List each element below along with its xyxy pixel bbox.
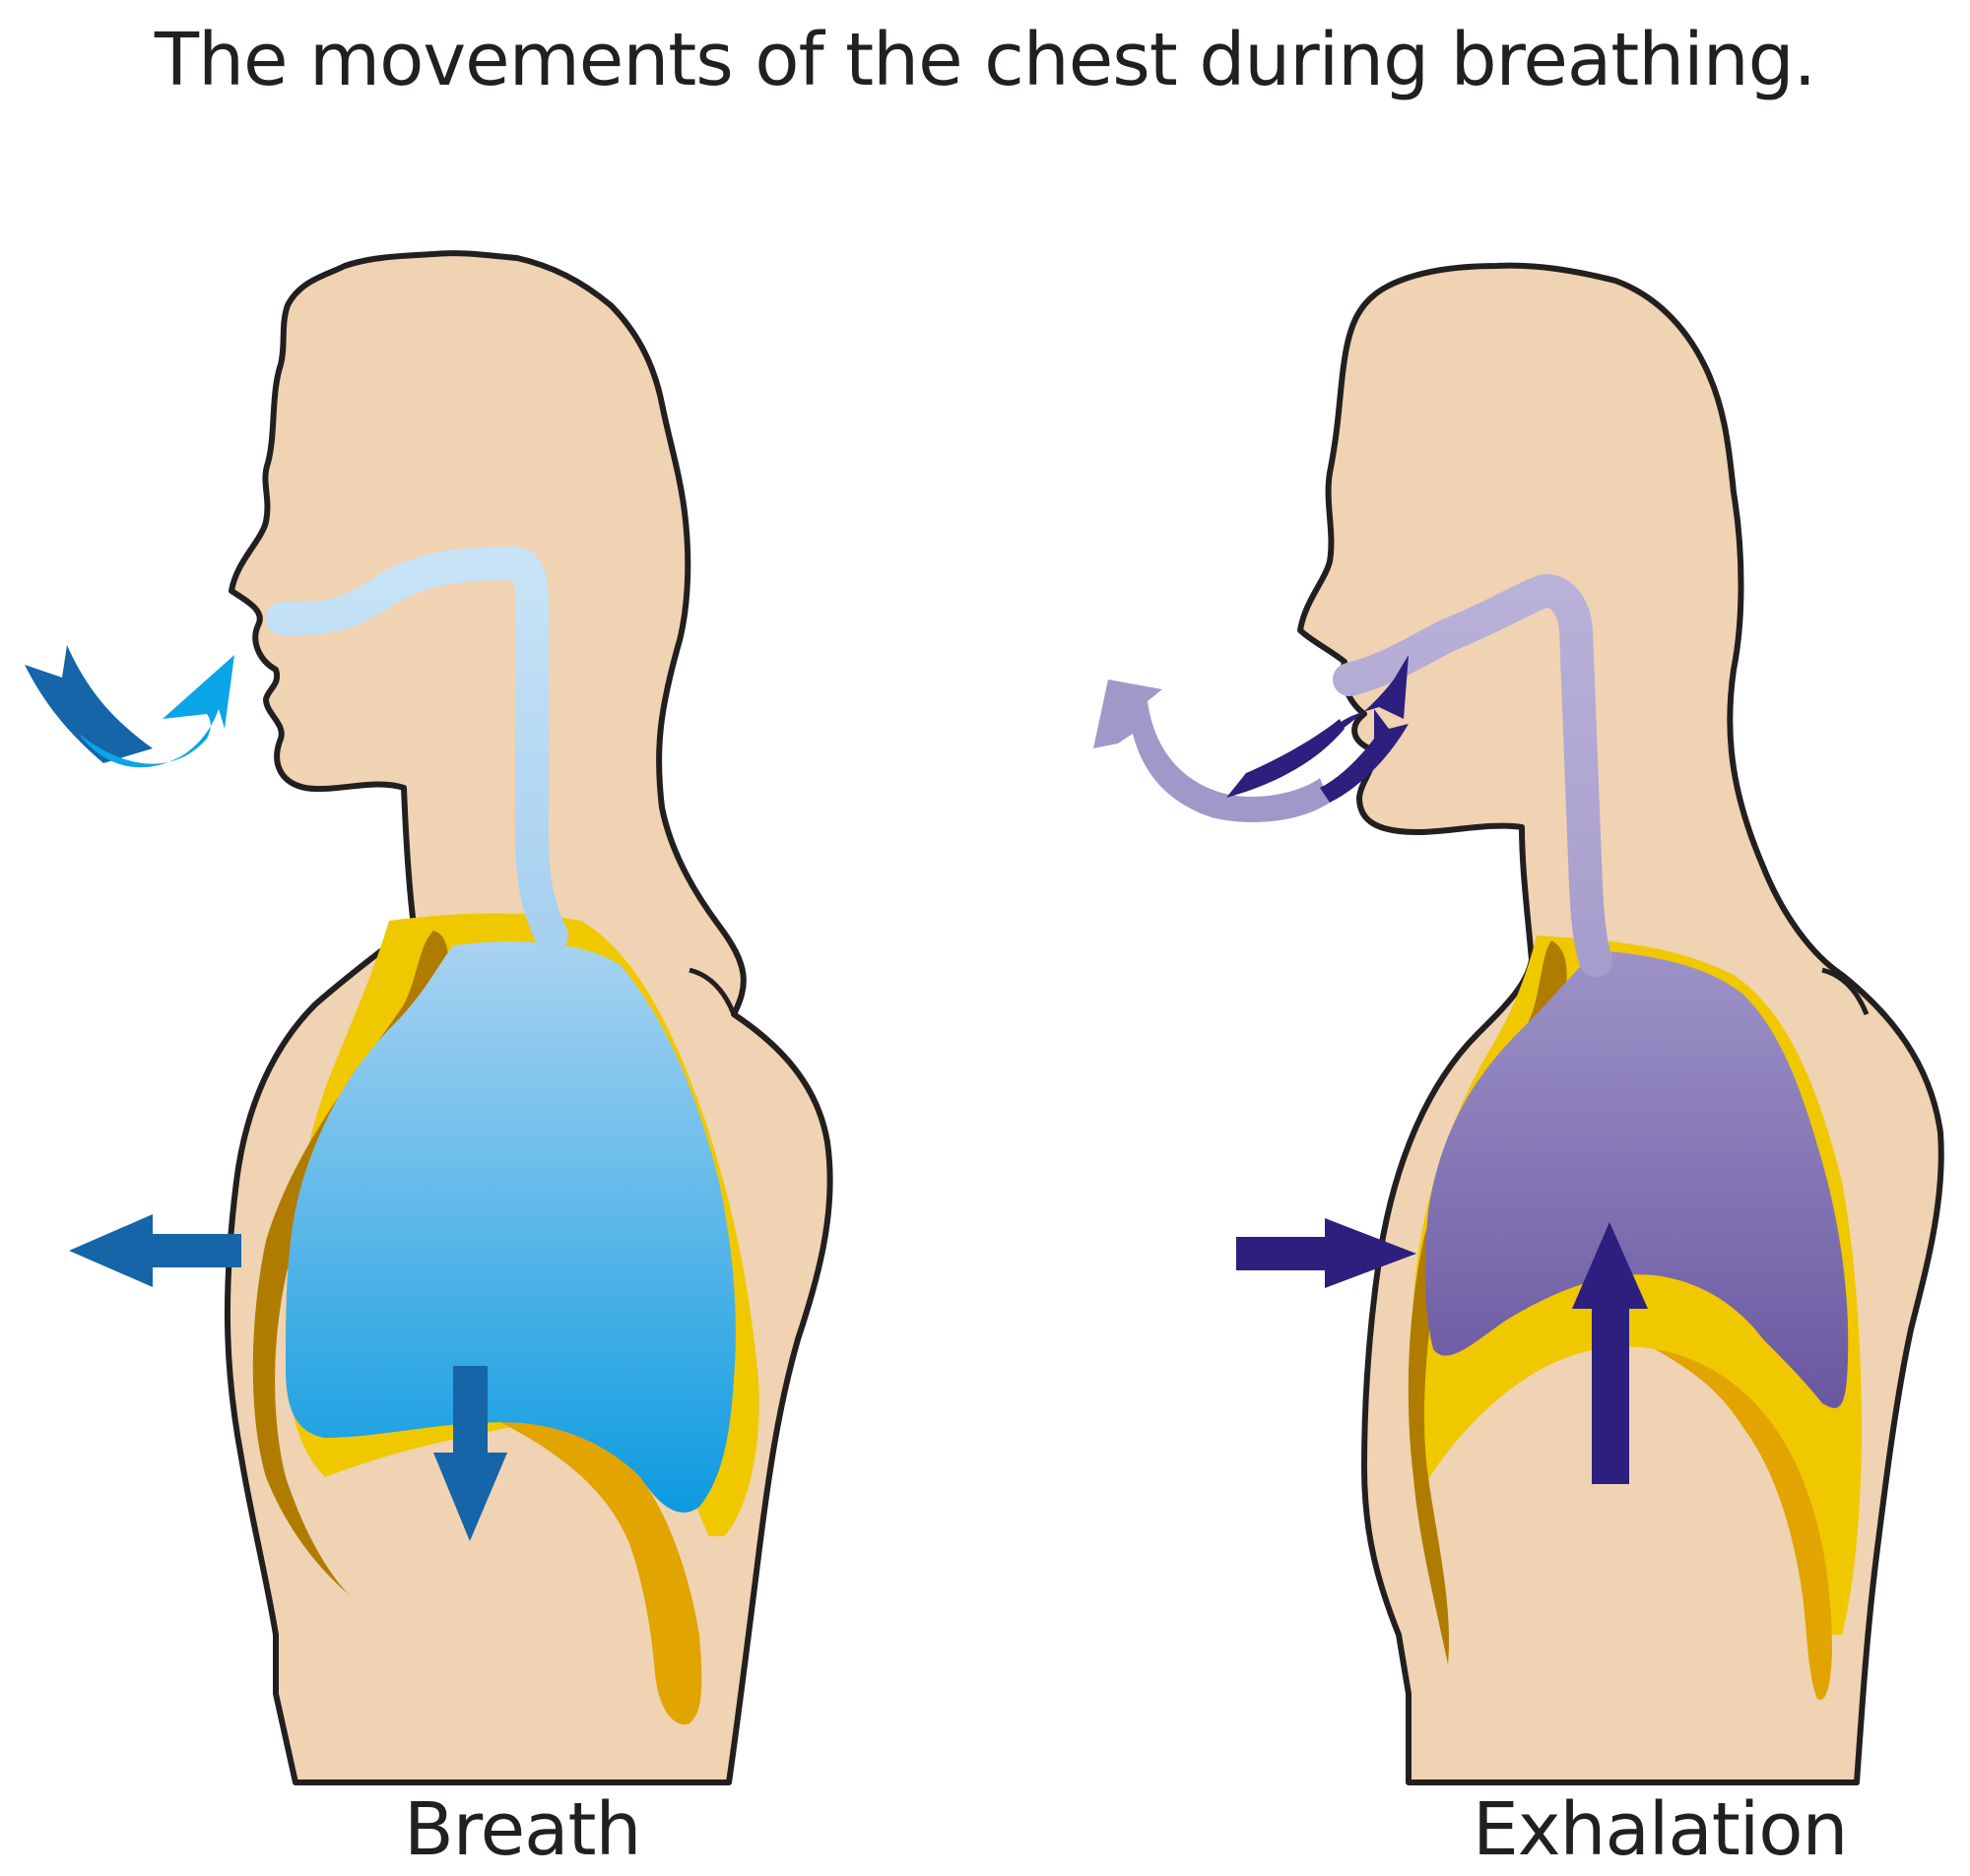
inhalation-figure — [25, 250, 833, 1785]
panel-label-exhalation: Exhalation — [1473, 1787, 1848, 1872]
lung — [1424, 950, 1849, 1408]
diaphragm-down-arrow — [433, 1366, 507, 1541]
panel-label-breath: Breath — [404, 1787, 641, 1872]
rib-lower — [1655, 1349, 1832, 1701]
airway — [1333, 574, 1612, 977]
rib-lower — [492, 1418, 702, 1725]
diagram-title: The movements of the chest during breath… — [154, 18, 1816, 102]
air-out-arrow — [1093, 655, 1409, 822]
lung — [286, 941, 736, 1513]
air-in-arrow — [25, 645, 234, 768]
diaphragm-up-arrow — [1572, 1222, 1648, 1484]
chest-in-arrow — [1236, 1218, 1416, 1288]
chest-out-arrow — [69, 1214, 241, 1287]
airway — [266, 547, 568, 952]
exhalation-figure — [1093, 262, 1944, 1785]
